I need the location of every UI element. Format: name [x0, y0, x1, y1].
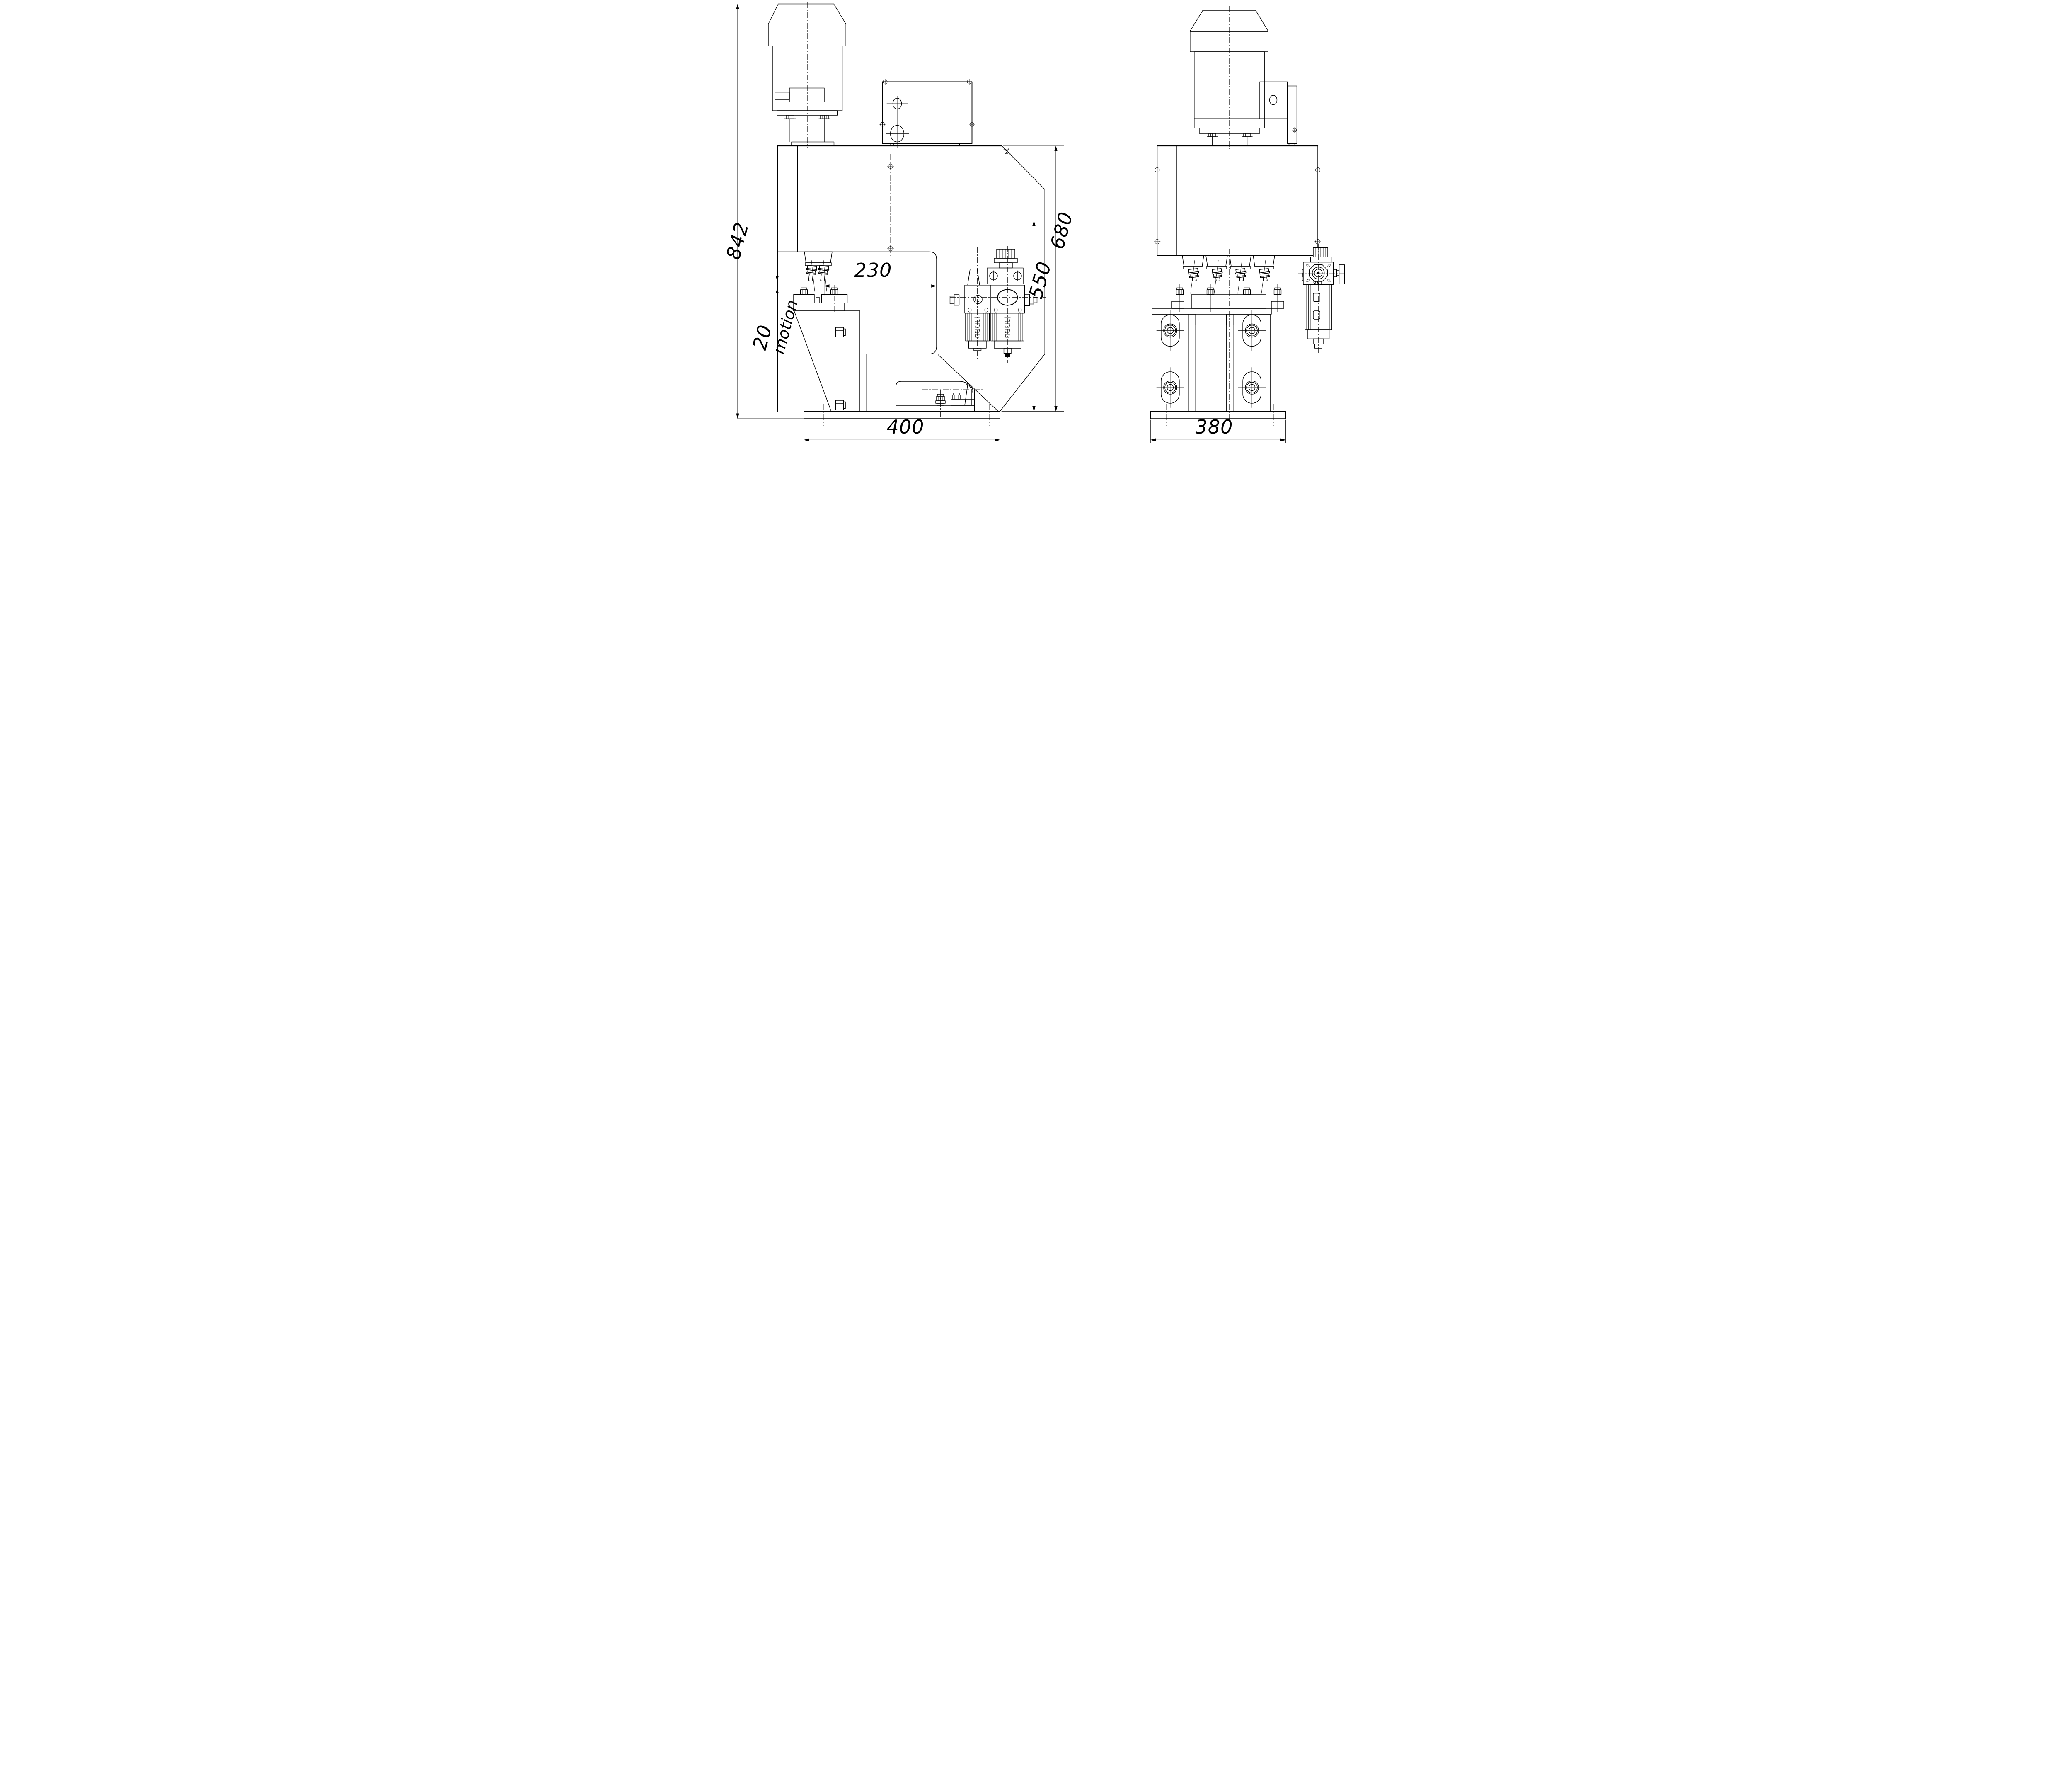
box-corner-screw — [882, 79, 888, 85]
support-gusset-edge — [794, 310, 832, 412]
drawing-sheet: 842 — [727, 0, 1345, 445]
motor-mount-bolt — [1207, 133, 1218, 137]
electrical-box — [879, 78, 975, 148]
inlet-fitting — [954, 294, 960, 306]
anvil-bolt — [1206, 284, 1215, 312]
dim-230-label: 230 — [854, 259, 892, 281]
head-side-screw — [1154, 238, 1161, 245]
motor-terminal-box — [789, 87, 825, 102]
anvil-bolt — [1176, 284, 1184, 312]
motor-fan-cowl — [1190, 10, 1268, 32]
terminal-box-panel — [1287, 85, 1297, 144]
dim-work-height: 550 — [1024, 220, 1056, 412]
motor-body — [772, 46, 843, 103]
dim-stroke: 20 motion — [748, 269, 804, 356]
anvil-block — [821, 294, 848, 303]
dim-400-label: 400 — [887, 416, 925, 438]
dim-base-depth: 400 — [804, 412, 1000, 443]
regulator-out-label: OUT — [1313, 281, 1323, 285]
anvil-row-front — [1152, 284, 1284, 315]
dim-base-width: 380 — [1150, 416, 1286, 443]
frl-unit — [949, 246, 1046, 363]
nozzle — [818, 264, 830, 281]
head-block-front — [1154, 145, 1321, 256]
motion-label: motion — [770, 298, 801, 356]
support-side-bolt — [831, 327, 850, 337]
chamfer-screw — [1003, 148, 1011, 155]
clamp-knob — [1156, 310, 1184, 351]
frame-corner-chamfer — [1001, 145, 1045, 190]
nozzle — [806, 264, 818, 281]
dim-550-label: 550 — [1024, 259, 1056, 301]
technical-drawing: 842 — [727, 0, 1345, 445]
anvil-plate — [1152, 308, 1272, 315]
motor-cap — [768, 24, 847, 46]
anvil-pedestal — [1171, 301, 1184, 309]
terminal-box-hole — [1269, 95, 1278, 105]
motor-flange — [772, 102, 843, 111]
clamp-knob — [1238, 367, 1266, 408]
motor-subflange — [777, 110, 838, 116]
anvil-bolt — [830, 285, 838, 313]
dim-overall-height: 842 — [727, 3, 835, 419]
anvil-center-block — [1191, 294, 1266, 309]
dim-680-label: 680 — [1046, 209, 1077, 252]
nozzle-unit — [1253, 255, 1275, 294]
motor-mount-plate — [791, 141, 835, 146]
nozzle-unit — [1229, 255, 1251, 294]
motor-cap — [1190, 31, 1268, 52]
foot-valve-bolt — [951, 389, 975, 417]
base-plate-front — [1150, 404, 1286, 426]
foot-valve — [896, 381, 984, 417]
head-cover-screw — [887, 162, 894, 170]
foot-valve-bolt — [935, 390, 946, 417]
anvil-bolt — [1243, 284, 1251, 312]
column-assembly — [1152, 310, 1271, 412]
frl-bracket — [987, 267, 1024, 284]
box-corner-screw — [966, 79, 973, 85]
dim-842-label: 842 — [727, 220, 753, 262]
motor-fan-cowl — [768, 3, 846, 24]
dim-380-label: 380 — [1196, 416, 1233, 438]
nozzle-unit — [1182, 255, 1204, 294]
motor-mount-bolt — [784, 115, 796, 119]
clamp-knob — [1156, 367, 1184, 408]
throat-opening — [777, 251, 937, 354]
front-view: 380 OUT — [1150, 6, 1345, 443]
regulator-knob — [994, 249, 1018, 269]
head-side-screw — [1154, 167, 1161, 173]
clamp-knob — [1238, 310, 1266, 351]
filter-vent — [967, 269, 980, 286]
motor-mount-bolt — [1242, 133, 1253, 137]
fill-port — [973, 295, 983, 304]
motor-front — [1190, 6, 1297, 149]
nozzle-row — [1182, 249, 1275, 419]
motor-terminal-box-front — [1259, 81, 1297, 146]
motor-mount-bolt — [818, 115, 830, 119]
box-side-screw — [969, 121, 975, 128]
dim-frame-height: 680 — [1001, 145, 1077, 412]
anvil-assembly — [793, 285, 860, 412]
c-frame-body — [777, 145, 1045, 412]
motor-side — [768, 2, 847, 148]
anvil-bolt — [800, 285, 808, 313]
pressure-regulator: OUT — [1298, 244, 1345, 353]
ram-plate — [805, 262, 832, 266]
box-side-screw — [879, 121, 886, 128]
ram-housing — [804, 251, 833, 263]
dim-throat-depth: 230 — [824, 259, 937, 296]
anvil-pedestal — [1271, 301, 1284, 309]
nozzle-unit — [1205, 255, 1228, 294]
frame-gusset-line — [938, 354, 999, 412]
ram-and-nozzles — [804, 251, 833, 292]
frame-lower-rear-edge — [1000, 354, 1045, 412]
head-side-screw — [1314, 238, 1321, 245]
anvil-bolt — [1273, 284, 1282, 312]
left-side-view: 842 — [727, 2, 1077, 443]
support-side-bolt — [831, 400, 850, 410]
head-cover-screw — [887, 245, 894, 252]
regulator-side-knob — [1339, 264, 1345, 284]
motor-terminal-gland — [775, 92, 790, 100]
head-side-screw — [1314, 167, 1321, 173]
